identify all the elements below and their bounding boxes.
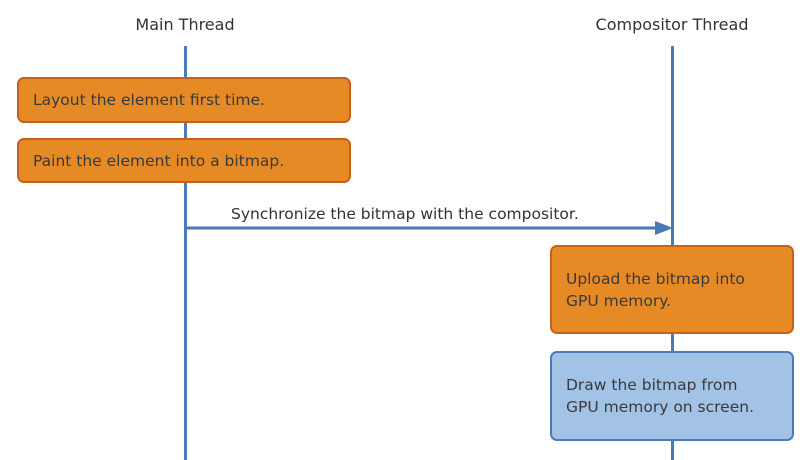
upload-step: Upload the bitmap into GPU memory. (550, 245, 794, 334)
main-thread-title: Main Thread (135, 15, 235, 34)
paint-step-label: Paint the element into a bitmap. (33, 151, 285, 170)
main-thread-lifeline (184, 46, 187, 460)
draw-step: Draw the bitmap from GPU memory on scree… (550, 351, 794, 441)
compositor-thread-title: Compositor Thread (595, 15, 749, 34)
paint-step: Paint the element into a bitmap. (17, 138, 351, 183)
sync-arrow (185, 221, 673, 235)
layout-step-label: Layout the element first time. (33, 91, 265, 109)
sync-message-label: Synchronize the bitmap with the composit… (231, 205, 579, 223)
upload-step-label: Upload the bitmap into GPU memory. (566, 269, 745, 310)
draw-step-label: Draw the bitmap from GPU memory on scree… (566, 376, 755, 416)
layout-step: Layout the element first time. (17, 77, 351, 123)
sync-arrow-head (655, 221, 673, 235)
